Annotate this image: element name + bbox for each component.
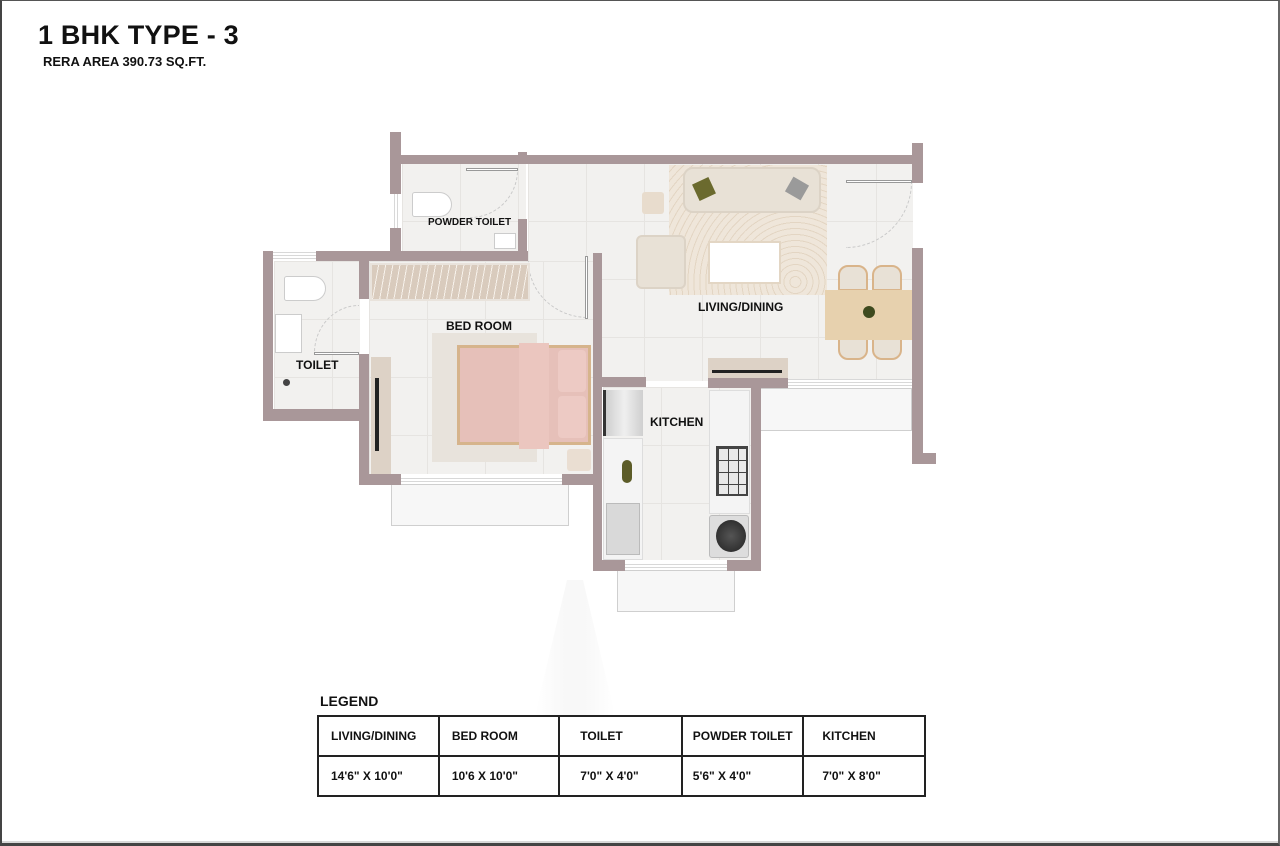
pillow-icon (558, 350, 586, 392)
legend-cell-kitchen: KITCHEN (802, 715, 926, 757)
wall (359, 474, 401, 485)
wall (390, 228, 401, 253)
legend-value-row: 14'6" X 10'0" 10'6 X 10'0" 7'0" X 4'0" 5… (317, 755, 926, 797)
legend-value-living-dining: 14'6" X 10'0" (317, 755, 440, 797)
tv-icon (375, 378, 379, 451)
legend-title: LEGEND (320, 693, 379, 709)
wall (518, 219, 527, 251)
wall (263, 409, 369, 421)
room-label-bed-room: BED ROOM (446, 319, 512, 333)
washbasin-icon (275, 314, 302, 353)
wall (263, 251, 273, 421)
legend-cell-bed-room: BED ROOM (437, 715, 561, 757)
coffee-table-icon (708, 241, 781, 284)
wall (316, 251, 528, 261)
side-table-icon (567, 449, 591, 471)
side-table-icon (642, 192, 664, 214)
wall (912, 453, 936, 464)
wall (727, 560, 761, 571)
powder-toilet-window (392, 194, 400, 228)
bedroom-door[interactable] (585, 256, 588, 319)
wall (593, 253, 602, 571)
plant-icon (863, 306, 875, 318)
washing-machine-drum-icon (716, 520, 746, 552)
kitchen-window (625, 562, 727, 570)
powder-toilet-door[interactable] (466, 168, 518, 171)
room-label-kitchen: KITCHEN (650, 415, 704, 429)
wc-icon (284, 276, 326, 301)
dining-chair-icon (872, 265, 902, 291)
stove-icon (716, 446, 748, 496)
plan-title: 1 BHK TYPE - 3 (38, 20, 239, 50)
rera-area: RERA AREA 390.73 SQ.FT. (43, 54, 207, 69)
page-border-bottom-shade (2, 841, 1278, 843)
dining-chair-icon (838, 265, 868, 291)
legend-value-bed-room: 10'6 X 10'0" (437, 755, 561, 797)
wall (359, 354, 369, 485)
pillow-icon (558, 396, 586, 438)
washbasin-icon (494, 233, 516, 249)
legend-value-toilet: 7'0" X 4'0" (558, 755, 683, 797)
wall (602, 377, 646, 387)
living-window (788, 379, 912, 388)
wc-icon (412, 192, 452, 217)
floor-plan: POWDER TOILET TOILET BED ROOM LIVING/DIN… (263, 132, 936, 715)
kitchen-balcony (617, 570, 735, 612)
tv-unit-icon (371, 357, 391, 474)
wall (912, 248, 923, 463)
living-balcony (760, 388, 912, 431)
tv-unit-icon (708, 358, 788, 378)
toilet-door[interactable] (314, 352, 359, 355)
main-entrance-door[interactable] (846, 180, 912, 183)
room-label-toilet: TOILET (296, 358, 339, 372)
wardrobe-icon (370, 263, 530, 301)
tv-icon (712, 370, 782, 373)
bedroom-window (401, 476, 562, 484)
wall (912, 143, 923, 183)
hob-small-icon (622, 460, 632, 483)
wall (562, 474, 602, 485)
fridge-icon (603, 390, 643, 436)
light-cone (535, 580, 615, 715)
wall (751, 388, 761, 571)
shower-icon (283, 379, 290, 386)
wall (518, 152, 527, 164)
legend-value-kitchen: 7'0" X 8'0" (802, 755, 926, 797)
wall (593, 560, 625, 571)
wall (708, 378, 788, 388)
sofa-icon (683, 167, 821, 213)
bedroom-balcony (391, 484, 569, 526)
legend-table: LIVING/DINING BED ROOM TOILET POWDER TOI… (317, 715, 926, 797)
wall (359, 251, 369, 299)
room-label-living-dining: LIVING/DINING (698, 300, 784, 314)
toilet-window (273, 251, 316, 261)
sink-icon (606, 503, 640, 555)
armchair-icon (636, 235, 686, 289)
legend-cell-living-dining: LIVING/DINING (317, 715, 440, 757)
legend-cell-powder-toilet: POWDER TOILET (680, 715, 805, 757)
legend-value-powder-toilet: 5'6" X 4'0" (680, 755, 805, 797)
legend-header-row: LIVING/DINING BED ROOM TOILET POWDER TOI… (317, 715, 926, 757)
bed-blanket-fold (519, 343, 549, 449)
legend-cell-toilet: TOILET (558, 715, 683, 757)
wall (390, 155, 920, 164)
room-label-powder-toilet: POWDER TOILET (428, 217, 512, 228)
